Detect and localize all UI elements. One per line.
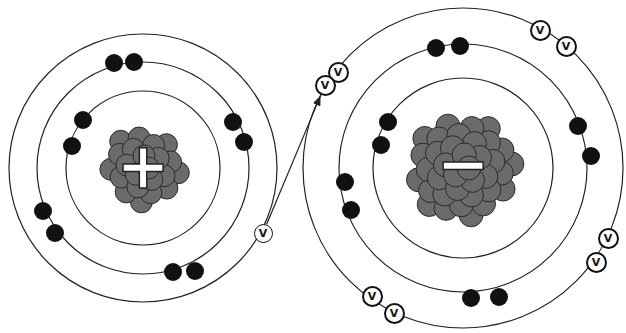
electron [379, 113, 397, 131]
electron [74, 111, 92, 129]
electron-label: V [536, 25, 545, 36]
electron [186, 262, 204, 280]
electron [462, 289, 480, 307]
valence-electron: V [254, 224, 273, 243]
nuclei [100, 114, 524, 227]
valence-electron: V [530, 20, 551, 41]
electron [490, 288, 508, 306]
valence-electron: V [586, 252, 607, 273]
electron [451, 37, 469, 55]
electron-label: V [390, 308, 399, 319]
electron-label: V [321, 80, 330, 91]
electron [336, 173, 354, 191]
electron [372, 136, 390, 154]
electron [34, 202, 52, 220]
electron-label: V [259, 228, 268, 239]
electron [427, 39, 445, 57]
shell-ring [303, 8, 623, 328]
electron [342, 201, 360, 219]
shell-ring [373, 78, 553, 258]
electron [164, 263, 182, 281]
electron-label: V [592, 257, 601, 268]
electron [125, 53, 143, 71]
valence-electron: V [598, 228, 619, 249]
shell-ring [66, 91, 220, 245]
electron [235, 133, 253, 151]
charge-sign: − [436, 132, 490, 196]
shell-ring [37, 62, 249, 274]
electron-shells [9, 8, 623, 328]
electron [105, 54, 123, 72]
electron [582, 147, 600, 165]
electron [224, 113, 242, 131]
valence-electron: V [556, 36, 577, 57]
valence-electron: V [315, 75, 336, 96]
charge-sign: + [116, 134, 170, 198]
electron-label: V [604, 233, 613, 244]
electron [63, 137, 81, 155]
shell-ring [9, 34, 277, 302]
electron [569, 117, 587, 135]
transfer-arrow [267, 96, 321, 225]
electron-label: V [334, 67, 343, 78]
valence-electron: V [362, 286, 383, 307]
electron-label: V [562, 41, 571, 52]
electron-label: V [368, 291, 377, 302]
valence-electron: V [384, 303, 405, 324]
electrons [34, 37, 600, 307]
shell-ring [339, 44, 587, 292]
electron [46, 224, 64, 242]
